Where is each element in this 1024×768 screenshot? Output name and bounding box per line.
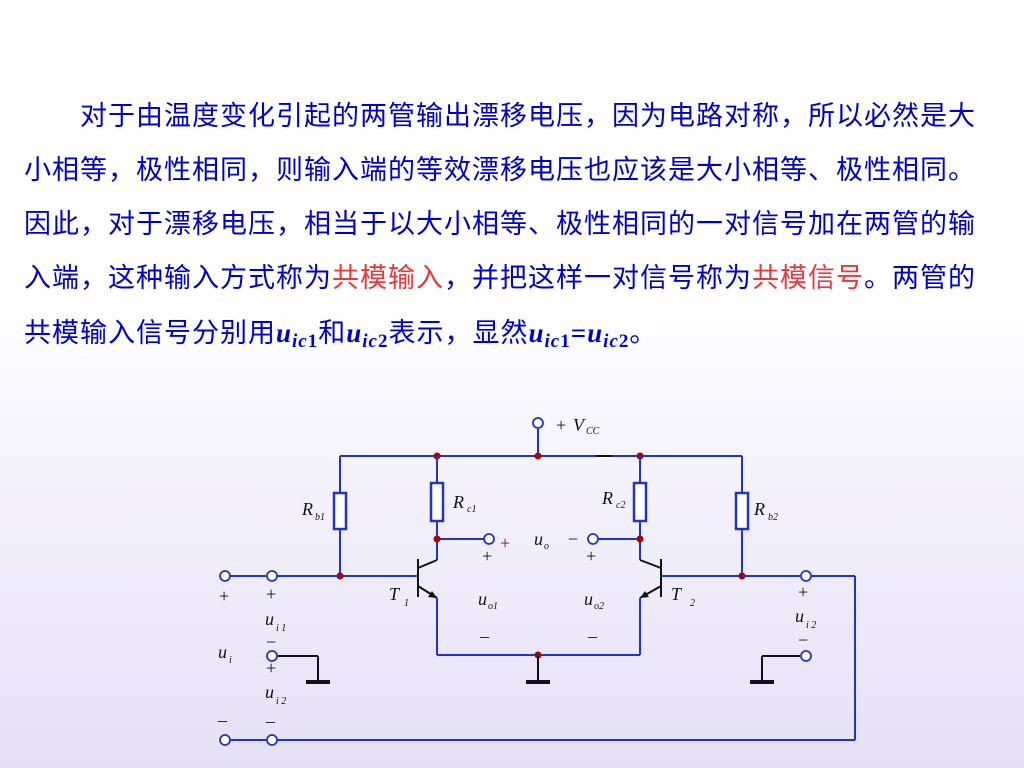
symbol-u-4: u bbox=[587, 318, 604, 348]
input-terminal-ui-minus[interactable] bbox=[219, 734, 231, 746]
right-input-network: + u i 2 − bbox=[742, 570, 856, 740]
ui2-left-label-sub: i 2 bbox=[276, 696, 286, 707]
node-dot bbox=[534, 452, 542, 460]
transistor-t1: T 1 bbox=[336, 559, 438, 655]
ui2-right-minus-sign: − bbox=[798, 630, 808, 650]
input-terminal-ui1-minus[interactable] bbox=[266, 650, 278, 662]
ui2-left-minus-sign: – bbox=[265, 711, 276, 731]
ui2-right-label-main: u bbox=[795, 606, 804, 626]
uo1-plus-sign: + bbox=[482, 546, 492, 566]
left-input-network: + u i – + u i 1 − + u i 2 – bbox=[217, 570, 855, 746]
input-terminal-ui2-plus[interactable] bbox=[800, 570, 812, 582]
resistor-rc2: R c2 bbox=[601, 456, 648, 560]
vcc-plus-sign: + bbox=[556, 415, 566, 435]
node-dot bbox=[636, 535, 644, 543]
output-terminal-1[interactable] bbox=[483, 533, 495, 545]
differential-amplifier-circuit: + V CC R b1 R c1 R c2 R b bbox=[217, 415, 856, 746]
ui-plus-sign: + bbox=[219, 586, 229, 606]
ui1-label-main: u bbox=[265, 609, 274, 629]
uo2-plus-sign: + bbox=[586, 546, 596, 566]
uo-label-sub: o bbox=[544, 541, 549, 552]
rb1-label-main: R bbox=[301, 499, 313, 519]
subscript-ic-4: ic2 bbox=[603, 331, 630, 352]
symbol-u-1: u bbox=[276, 318, 293, 348]
ui-label-main: u bbox=[218, 642, 227, 662]
resistor-rc1-body bbox=[429, 481, 445, 523]
output-terminals: + u o − + + bbox=[433, 529, 644, 566]
resistor-rb1: R b1 bbox=[301, 456, 348, 576]
transistor-t2: T 2 bbox=[639, 559, 746, 655]
subscript-ic-2: ic2 bbox=[362, 331, 389, 352]
input-terminal-ui-plus[interactable] bbox=[219, 570, 231, 582]
uo2-label-main: u bbox=[584, 589, 593, 609]
subscript-ic-3: ic1 bbox=[544, 331, 571, 352]
para-text-3: 。两管的共模输入信号分别用 bbox=[24, 263, 976, 349]
t2-label-main: T bbox=[671, 584, 683, 604]
uo2-label-sub: o2 bbox=[594, 601, 604, 612]
para-text-4: 表示，显然 bbox=[388, 318, 529, 349]
uo2-minus-sign: – bbox=[587, 626, 598, 646]
symbol-u-2: u bbox=[346, 318, 363, 348]
term-common-mode-input: 共模输入 bbox=[332, 263, 444, 294]
rc1-label-main: R bbox=[452, 492, 464, 512]
ui2-left-plus-sign: + bbox=[266, 658, 276, 678]
description-paragraph: 对于由温度变化引起的两管输出漂移电压，因为电路对称，所以必然是大小相等，极性相同… bbox=[24, 90, 994, 369]
t2-label-sub: 2 bbox=[690, 598, 695, 609]
para-text-and: 和 bbox=[318, 318, 347, 349]
subscript-ic-1: ic1 bbox=[292, 331, 319, 352]
ui2-left-label-main: u bbox=[265, 682, 274, 702]
rb2-label-sub: b2 bbox=[768, 512, 778, 523]
term-common-mode-signal: 共模信号 bbox=[752, 263, 864, 294]
vcc-label-sub: CC bbox=[586, 426, 600, 437]
resistor-rb1-body bbox=[332, 491, 348, 531]
t1-label-sub: 1 bbox=[404, 598, 409, 609]
uo-minus-sign: − bbox=[568, 529, 578, 549]
output-terminal-2[interactable] bbox=[587, 533, 599, 545]
resistor-rb2-body bbox=[734, 491, 750, 531]
rc2-label-main: R bbox=[601, 488, 613, 508]
para-text-2: ，并把这样一对信号称为 bbox=[444, 263, 752, 294]
resistor-rb2: R b2 bbox=[734, 456, 778, 576]
uo-label-main: u bbox=[534, 529, 543, 549]
node-dot bbox=[433, 535, 441, 543]
ui1-plus-sign: + bbox=[266, 584, 276, 604]
ui2-right-label-sub: i 2 bbox=[806, 620, 816, 631]
symbol-u-3: u bbox=[528, 318, 545, 348]
uo1-label-main: u bbox=[478, 589, 487, 609]
ui1-minus-sign: − bbox=[266, 632, 276, 652]
emitter-common: u o1 u o2 – – bbox=[437, 589, 640, 684]
uo-plus-sign: + bbox=[500, 533, 510, 553]
ui2-right-plus-sign: + bbox=[798, 582, 808, 602]
ui-minus-sign: – bbox=[217, 710, 228, 730]
top-rail bbox=[340, 452, 742, 460]
vcc-terminal[interactable] bbox=[532, 417, 544, 429]
para-text-end: 。 bbox=[629, 318, 658, 349]
vcc-supply: + V CC bbox=[532, 415, 600, 456]
uo1-minus-sign: – bbox=[479, 626, 490, 646]
rc1-label-sub: c1 bbox=[467, 504, 476, 515]
input-terminal-ui2-minus[interactable] bbox=[266, 734, 278, 746]
input-terminal-ui1-plus[interactable] bbox=[266, 570, 278, 582]
input-terminal-ui2-right-minus[interactable] bbox=[800, 650, 812, 662]
para-text-1: 对于由温度变化引起的两管输出漂移电压，因为电路对称，所以必然是大小相等，极性相同… bbox=[24, 101, 976, 294]
equals-sign: = bbox=[570, 318, 588, 348]
uo1-label-sub: o1 bbox=[488, 601, 498, 612]
rb2-label-main: R bbox=[753, 499, 765, 519]
t1-label-main: T bbox=[389, 584, 401, 604]
resistor-rc2-body bbox=[632, 481, 648, 523]
vcc-label-main: V bbox=[573, 415, 586, 435]
ui1-label-sub: i 1 bbox=[276, 623, 286, 634]
resistor-rc1: R c1 bbox=[429, 456, 476, 560]
rc2-label-sub: c2 bbox=[616, 500, 625, 511]
ui-label-sub: i bbox=[229, 655, 232, 666]
rb1-label-sub: b1 bbox=[315, 512, 325, 523]
